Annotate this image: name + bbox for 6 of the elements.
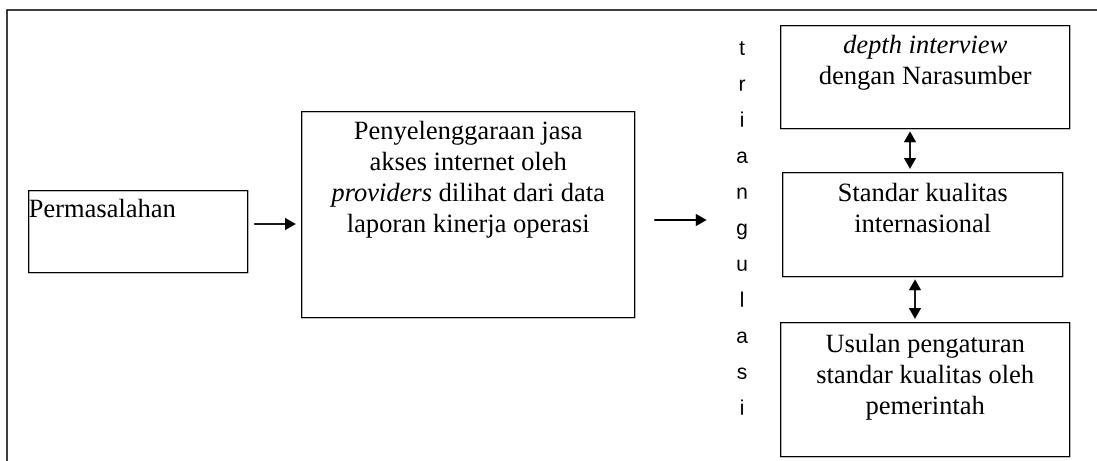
process-box: depth interview dengan Narasumber: [780, 25, 1071, 130]
process-box: Penyelenggaraan jasa akses internet oleh providers dilihat dari data laporan kinerja operasi: [301, 111, 636, 319]
process-box: Permasalahan: [28, 190, 249, 274]
vertical-label: triangulasi: [737, 41, 748, 415]
process-box: Standar kualitas internasional: [782, 172, 1064, 278]
process-box: Usulan pengaturan standar kualitas oleh pemerintah: [780, 322, 1071, 458]
